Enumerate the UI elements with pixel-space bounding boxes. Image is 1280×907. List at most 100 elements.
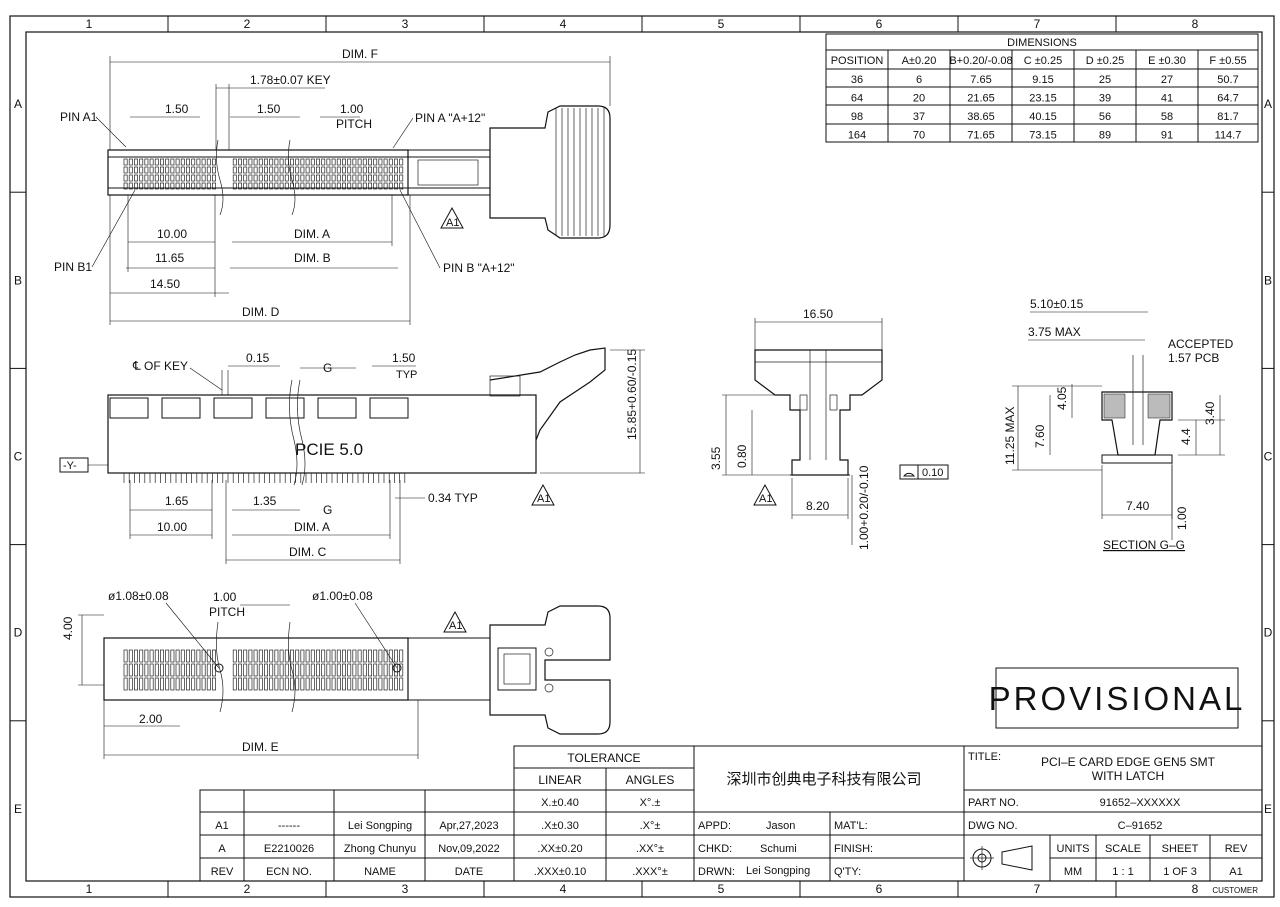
contact bbox=[264, 174, 268, 182]
contact bbox=[154, 663, 159, 677]
contact bbox=[347, 649, 352, 663]
contact bbox=[388, 663, 393, 677]
tolerance-angle-value: X°.± bbox=[640, 797, 661, 809]
contact bbox=[232, 166, 237, 174]
contact bbox=[248, 166, 253, 174]
contact bbox=[144, 158, 149, 166]
contact bbox=[123, 158, 128, 166]
contact bbox=[310, 166, 315, 174]
dim-015: 0.15 bbox=[246, 351, 270, 365]
contact bbox=[160, 166, 164, 174]
sheet-value: 1 OF 3 bbox=[1163, 866, 1197, 878]
contact bbox=[274, 649, 279, 663]
contact bbox=[201, 174, 206, 182]
contact bbox=[123, 182, 128, 190]
contact bbox=[399, 174, 404, 182]
zone-col-bottom: 3 bbox=[402, 882, 409, 896]
contact bbox=[149, 174, 154, 182]
contact bbox=[321, 166, 326, 174]
dim-table-header: B+0.20/-0.08 bbox=[949, 55, 1012, 67]
front-solder-tails bbox=[123, 473, 406, 483]
contact bbox=[284, 663, 289, 677]
contact bbox=[134, 174, 138, 182]
title-label: TITLE: bbox=[968, 751, 1001, 763]
contact bbox=[160, 663, 164, 677]
contact bbox=[253, 677, 258, 691]
contact bbox=[196, 663, 201, 677]
tolerance-angle-value: .XX°± bbox=[636, 843, 664, 855]
contact bbox=[206, 663, 211, 677]
zone-col-top: 1 bbox=[86, 17, 93, 31]
contact bbox=[165, 663, 170, 677]
contact bbox=[160, 182, 164, 190]
contact bbox=[139, 663, 144, 677]
contact bbox=[212, 677, 216, 691]
dim-table-header: D ±0.25 bbox=[1086, 55, 1124, 67]
contact bbox=[128, 649, 133, 663]
contact bbox=[362, 182, 367, 190]
contact bbox=[352, 663, 357, 677]
contact bbox=[165, 158, 170, 166]
contact bbox=[290, 677, 294, 691]
contact bbox=[383, 158, 388, 166]
connector-body-top bbox=[107, 149, 409, 196]
contact bbox=[196, 166, 201, 174]
dim-table-cell: 56 bbox=[1099, 111, 1111, 123]
contact bbox=[191, 158, 196, 166]
contact bbox=[253, 663, 258, 677]
revision-cell: Lei Songping bbox=[348, 820, 412, 832]
contact bbox=[310, 663, 315, 677]
front-window bbox=[109, 397, 149, 419]
dim-200: 2.00 bbox=[139, 712, 163, 726]
zone-col-top: 4 bbox=[560, 17, 567, 31]
zone-row-left: B bbox=[14, 273, 22, 287]
contact bbox=[368, 166, 372, 174]
dim-1450-top: 14.50 bbox=[150, 277, 180, 291]
contact bbox=[399, 158, 404, 166]
contact bbox=[326, 166, 331, 174]
side-view: 16.50 3.55 0.80 8.20 1.00+0.20/-0.10 A1 … bbox=[709, 307, 949, 550]
section-view: 5.10±0.15 3.75 MAX ACCEPTED 1.57 PCB 11.… bbox=[1003, 297, 1234, 552]
contact bbox=[170, 677, 175, 691]
contact bbox=[180, 182, 185, 190]
drwn-name: Lei Songping bbox=[746, 865, 810, 877]
contact bbox=[326, 174, 331, 182]
dim-table-header: E ±0.30 bbox=[1148, 55, 1186, 67]
dim-d-top: DIM. D bbox=[242, 305, 280, 319]
contact bbox=[175, 182, 180, 190]
contact bbox=[305, 182, 310, 190]
dim-760: 7.60 bbox=[1033, 424, 1047, 448]
contact bbox=[316, 649, 320, 663]
contact bbox=[232, 174, 237, 182]
contact bbox=[128, 166, 133, 174]
drawing-title-1: PCI–E CARD EDGE GEN5 SMT bbox=[1041, 755, 1216, 769]
contact bbox=[258, 663, 263, 677]
contact bbox=[243, 166, 248, 174]
contact bbox=[347, 166, 352, 174]
contact bbox=[284, 649, 289, 663]
contact bbox=[279, 649, 284, 663]
dim-080: 0.80 bbox=[735, 444, 749, 468]
latch-ribs bbox=[555, 108, 605, 236]
tolerance-linear-value: X.±0.40 bbox=[541, 797, 579, 809]
contact bbox=[170, 166, 175, 174]
contact bbox=[253, 649, 258, 663]
pitch-value: 1.00 bbox=[340, 102, 364, 116]
dim-table-header: C ±0.25 bbox=[1024, 55, 1062, 67]
front-view: PCIE 5.0 ℄ OF KEY 0.15 G 1.50 TYP 15.85+… bbox=[59, 347, 645, 564]
contact bbox=[154, 174, 159, 182]
dim-table-cell: 89 bbox=[1099, 130, 1111, 142]
contact bbox=[373, 182, 378, 190]
dim-table-cell: 37 bbox=[913, 111, 925, 123]
flatness-tol: 0.10 bbox=[922, 467, 943, 479]
dim-165: 1.65 bbox=[165, 494, 189, 508]
pin-a-end-label: PIN A "A+12" bbox=[415, 111, 485, 125]
zone-col-bottom: 2 bbox=[244, 882, 251, 896]
contact bbox=[373, 649, 378, 663]
dim-table-cell: 73.15 bbox=[1029, 130, 1057, 142]
contact bbox=[154, 158, 159, 166]
contact bbox=[258, 649, 263, 663]
dim-table-cell: 50.7 bbox=[1217, 74, 1238, 86]
latch-top bbox=[489, 105, 611, 239]
